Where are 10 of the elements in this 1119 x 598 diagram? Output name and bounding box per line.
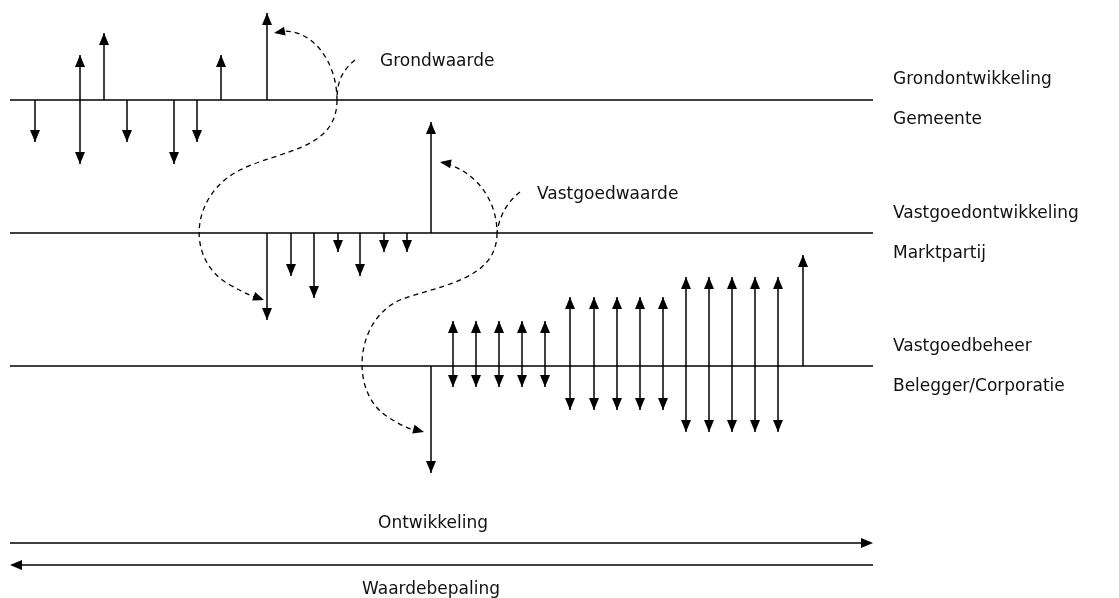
row-label: Vastgoedontwikkeling [893,202,1079,222]
row-label: Marktpartij [893,242,986,262]
value-label: Vastgoedwaarde [537,183,679,203]
row-label: Vastgoedbeheer [893,335,1032,355]
row-label: Grondontwikkeling [893,68,1052,88]
row-label: Gemeente [893,108,982,128]
value-label: Grondwaarde [380,50,495,70]
direction-label: Ontwikkeling [378,512,488,532]
direction-label: Waardebepaling [362,578,500,598]
row-label: Belegger/Corporatie [893,375,1065,395]
